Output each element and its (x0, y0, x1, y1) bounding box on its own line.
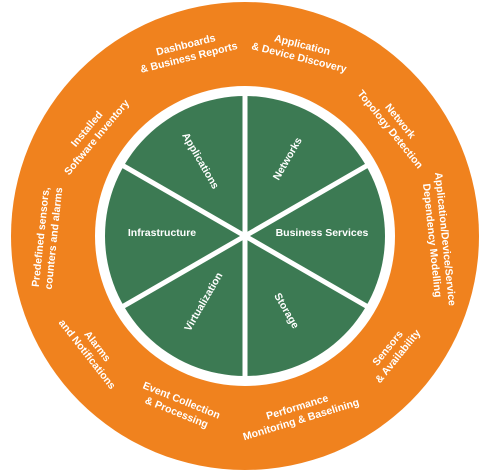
wedge-divider-5 (120, 233, 247, 310)
wedge-dividers (120, 94, 370, 378)
wedge-label-infrastructure: Infrastructure (128, 227, 196, 239)
wedge-divider-2 (243, 162, 370, 239)
wedge-label-business-services: Business Services (276, 227, 369, 239)
wedge-divider-3 (243, 233, 370, 310)
wedge-divider-6 (120, 162, 247, 239)
